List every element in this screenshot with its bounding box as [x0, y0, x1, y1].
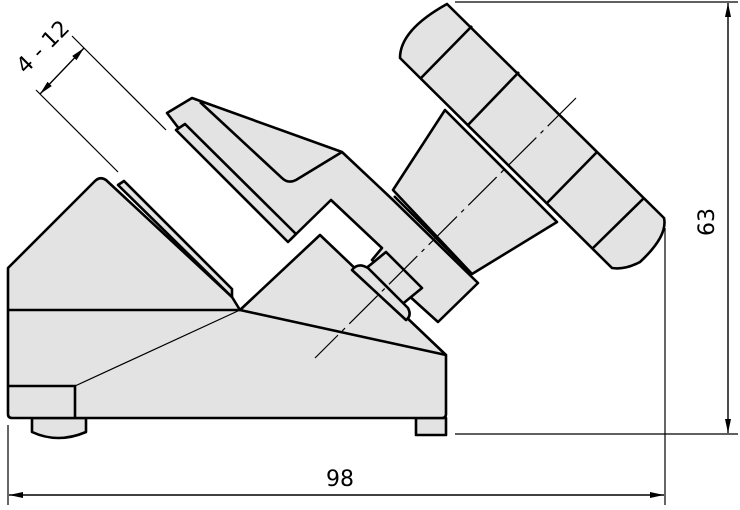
jaw-extension-line	[35, 89, 119, 173]
knob-band	[420, 25, 473, 79]
center-line	[314, 97, 577, 359]
hub-flange	[393, 195, 473, 275]
base-body	[6, 176, 448, 420]
knob-band	[592, 197, 645, 249]
right-foot	[414, 416, 448, 437]
knob	[398, 2, 666, 270]
jaw-plate	[174, 122, 298, 244]
base-slope-plate	[116, 179, 234, 299]
left-foot	[30, 416, 88, 440]
base-edge	[74, 309, 241, 387]
jaw-extension-line	[71, 35, 167, 131]
base-edge	[239, 308, 447, 357]
jaw-range-dimension-line	[39, 47, 85, 95]
knob-band	[546, 151, 598, 204]
width-label: 98	[326, 467, 354, 492]
screw-washer	[350, 264, 411, 322]
height-label: 63	[695, 208, 720, 236]
jaw-inner-edge	[199, 101, 343, 183]
base-corner	[9, 384, 77, 418]
jaw-range-label: 4 - 12	[12, 16, 75, 79]
knob-band	[467, 71, 520, 126]
